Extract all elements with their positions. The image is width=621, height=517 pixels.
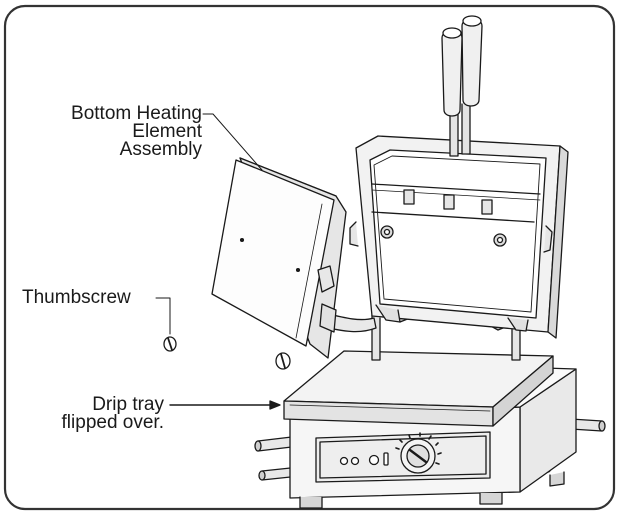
handle-left bbox=[441, 27, 463, 157]
thumbscrew-right bbox=[275, 352, 291, 370]
upper-platen bbox=[349, 135, 569, 339]
callout-leaders bbox=[155, 113, 281, 410]
label-bottom-heating-line3: Assembly bbox=[119, 139, 202, 160]
label-drip-tray-line2: flipped over. bbox=[61, 412, 164, 433]
label-thumbscrew: Thumbscrew bbox=[22, 287, 131, 308]
drip-tray bbox=[283, 350, 554, 427]
bottom-heating-element-assembly bbox=[211, 157, 347, 359]
thumbscrew-left bbox=[163, 336, 177, 352]
label-bottom-heating-line1: Bottom Heating bbox=[71, 103, 202, 124]
handle-right bbox=[461, 15, 483, 155]
label-drip-tray-line1: Drip tray bbox=[92, 394, 164, 415]
label-bottom-heating-line2: Element bbox=[132, 121, 202, 142]
